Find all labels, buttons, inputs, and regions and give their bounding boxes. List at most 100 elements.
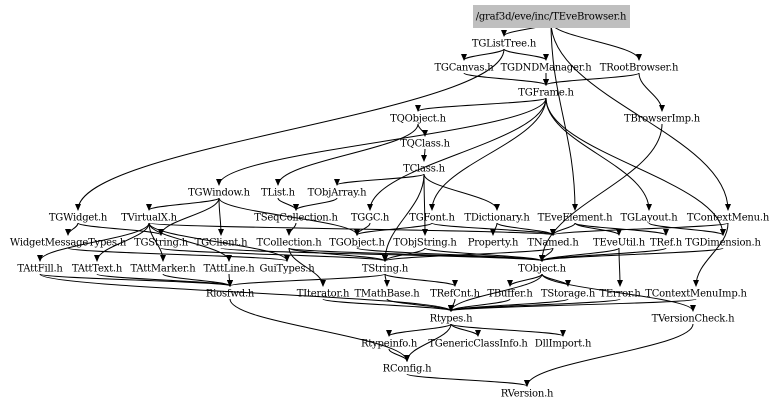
node-tbrowserimp[interactable]: TBrowserImp.h	[624, 114, 701, 125]
edge-tseqcollection-to-tcollection	[286, 222, 297, 236]
node-label: TObjArray.h	[308, 188, 368, 199]
edge-tattline-to-riosfwd	[226, 273, 233, 287]
node-tref[interactable]: TRef.h	[650, 238, 683, 249]
node-label: TNamed.h	[527, 238, 579, 249]
node-tgwindow[interactable]: TGWindow.h	[188, 188, 251, 199]
node-tgdndmanager[interactable]: TGDNDManager.h	[501, 63, 593, 74]
node-teveutil[interactable]: TEveUtil.h	[593, 238, 646, 249]
node-label: TError.h	[599, 289, 641, 300]
edge-tvirtualx-to-tattfill	[37, 222, 150, 262]
node-guitypes[interactable]: GuiTypes.h	[259, 264, 315, 275]
edge-tatttext-to-riosfwd	[96, 273, 233, 287]
node-label: TGObject.h	[329, 238, 385, 249]
node-label: RVersion.h	[501, 389, 554, 400]
node-tgobject[interactable]: TGObject.h	[329, 238, 385, 249]
node-tcollection[interactable]: TCollection.h	[257, 238, 323, 249]
node-label: DllImport.h	[535, 339, 592, 350]
edge-tglisttree-to-tgdndmanager	[503, 48, 549, 61]
edge-tgwidget-to-tgstring	[77, 222, 164, 236]
node-tgcanvas[interactable]: TGCanvas.h	[434, 63, 494, 74]
edge-tref-to-tobject	[539, 247, 667, 262]
node-label: WidgetMessageTypes.h	[10, 238, 127, 249]
node-titerator[interactable]: TIterator.h	[297, 289, 350, 300]
node-tgenericclassinfo[interactable]: TGenericClassInfo.h	[428, 339, 528, 350]
node-rconfig[interactable]: RConfig.h	[383, 364, 433, 375]
node-label: TVirtualX.h	[121, 213, 178, 224]
node-terror[interactable]: TError.h	[599, 289, 641, 300]
node-riosfwd[interactable]: Riosfwd.h	[206, 289, 255, 300]
node-label: Riosfwd.h	[206, 289, 255, 300]
node-label: TAttFill.h	[17, 264, 63, 275]
edge-riosfwd-to-rconfig	[229, 298, 410, 362]
node-label: TBrowserImp.h	[624, 114, 701, 125]
edge-tevebrowser-to-tcontextmenu	[550, 21, 731, 211]
node-tattline[interactable]: TAttLine.h	[203, 264, 255, 275]
edge-tgwindow-to-tgclient	[217, 197, 224, 236]
node-tgdimension[interactable]: TGDimension.h	[685, 238, 761, 249]
node-tobject[interactable]: TObject.h	[518, 264, 567, 275]
node-tevebrowser[interactable]: /graf3d/eve/inc/TEveBrowser.h	[473, 5, 630, 28]
node-tversioncheck[interactable]: TVersionCheck.h	[652, 314, 736, 325]
node-rtypeinfo[interactable]: Rtypeinfo.h	[361, 339, 418, 350]
node-tobjarray[interactable]: TObjArray.h	[308, 188, 368, 199]
node-tmathbase[interactable]: TMathBase.h	[354, 289, 420, 300]
edge-tgframe-to-tgfont	[429, 97, 547, 211]
node-label: TList.h	[261, 188, 296, 199]
node-tcontextmenuimp[interactable]: TContextMenuImp.h	[645, 289, 747, 300]
node-tgstring[interactable]: TGString.h	[134, 238, 189, 249]
node-tglisttree[interactable]: TGListTree.h	[472, 39, 537, 50]
edge-tvirtualx-to-guitypes	[148, 222, 290, 262]
node-widgetmessagetypes[interactable]: WidgetMessageTypes.h	[10, 238, 127, 249]
node-tstring[interactable]: TString.h	[362, 264, 409, 275]
node-tgwidget[interactable]: TGWidget.h	[49, 213, 108, 224]
edge-tvirtualx-to-tnamed	[148, 222, 556, 236]
node-tvirtualx[interactable]: TVirtualX.h	[121, 213, 178, 224]
node-tattfill[interactable]: TAttFill.h	[17, 264, 63, 275]
edge-tgcanvas-to-tgframe	[463, 72, 549, 86]
node-label: TMathBase.h	[354, 289, 420, 300]
node-tgframe[interactable]: TGFrame.h	[518, 88, 575, 99]
node-tattmarker[interactable]: TAttMarker.h	[130, 264, 196, 275]
node-rtypes[interactable]: Rtypes.h	[430, 314, 474, 325]
node-rversion[interactable]: RVersion.h	[501, 389, 555, 400]
node-label: TEveElement.h	[538, 213, 614, 224]
edge-tclass-to-tobjarray	[334, 173, 425, 186]
edge-tdictionary-to-property	[490, 222, 498, 236]
node-label: TGClient.h	[195, 238, 248, 249]
node-dllimport[interactable]: DllImport.h	[535, 339, 592, 350]
node-label: TRef.h	[650, 238, 683, 249]
node-label: TGDimension.h	[685, 238, 761, 249]
node-property[interactable]: Property.h	[468, 238, 520, 249]
node-tgfont[interactable]: TGFont.h	[409, 213, 456, 224]
node-tbuffer[interactable]: TBuffer.h	[487, 289, 533, 300]
node-trootbrowser[interactable]: TRootBrowser.h	[600, 63, 679, 74]
node-tclass[interactable]: TClass.h	[403, 164, 446, 175]
edge-tgstring-to-tstring	[160, 247, 388, 262]
node-tatttext[interactable]: TAttText.h	[72, 264, 123, 275]
node-tqobject[interactable]: TQObject.h	[390, 114, 447, 125]
node-label: TGDNDManager.h	[501, 63, 593, 74]
edge-trootbrowser-to-tbrowserimp	[638, 72, 665, 112]
edge-tcollection-to-titerator	[288, 247, 326, 287]
edge-tcontextmenu-to-tnamed	[550, 222, 729, 236]
node-tstorage[interactable]: TStorage.h	[541, 289, 596, 300]
node-teveelement[interactable]: TEveElement.h	[538, 213, 614, 224]
node-tobjstring[interactable]: TObjString.h	[393, 238, 457, 249]
edge-tgframe-to-tgdimension	[545, 97, 726, 236]
node-label: TObjString.h	[393, 238, 457, 249]
node-tnamed[interactable]: TNamed.h	[527, 238, 579, 249]
node-label: TVersionCheck.h	[652, 314, 736, 325]
node-tcontextmenu[interactable]: TContextMenu.h	[687, 213, 770, 224]
edge-tqclass-to-tclass	[421, 148, 428, 162]
node-tseqcollection[interactable]: TSeqCollection.h	[254, 213, 338, 224]
node-tlist[interactable]: TList.h	[261, 188, 296, 199]
edge-rtypes-to-tgenericclassinfo	[450, 323, 481, 337]
node-trefcnt[interactable]: TRefCnt.h	[430, 289, 481, 300]
node-label: TAttText.h	[72, 264, 123, 275]
node-tglayout[interactable]: TGLayout.h	[620, 213, 678, 224]
node-tdictionary[interactable]: TDictionary.h	[464, 213, 530, 224]
node-tgclient[interactable]: TGClient.h	[195, 238, 249, 249]
node-tggc[interactable]: TGGC.h	[351, 213, 390, 224]
node-tqclass[interactable]: TQClass.h	[400, 139, 451, 150]
